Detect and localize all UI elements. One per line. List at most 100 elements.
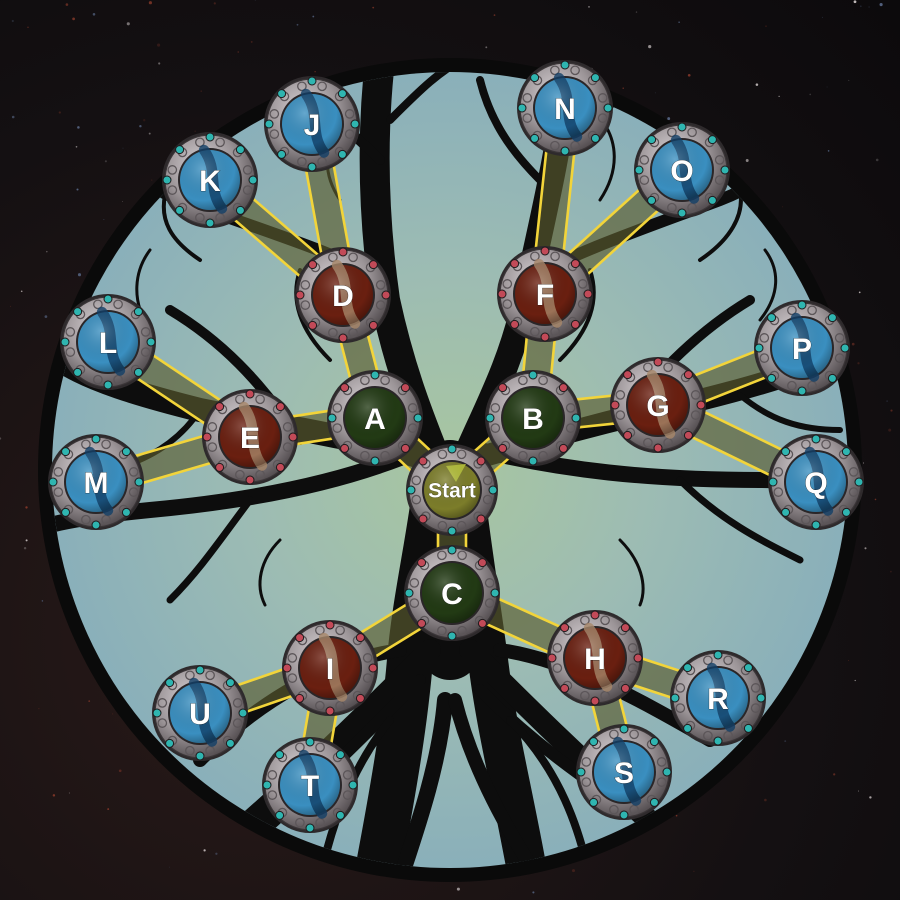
skill-node-start[interactable]: Start (406, 444, 498, 536)
star-speck (848, 660, 850, 661)
skill-node-Q[interactable]: Q (768, 434, 864, 530)
gem-icon (103, 380, 113, 390)
gem-icon (683, 430, 693, 440)
gem-icon (91, 520, 101, 530)
skill-node-I[interactable]: I (282, 620, 378, 716)
skill-node-label: F (536, 279, 554, 312)
skill-node-label: O (670, 155, 693, 188)
skill-node-label: J (304, 109, 321, 142)
gem-icon (225, 678, 235, 688)
gem-icon (337, 149, 347, 159)
star-speck (687, 73, 691, 77)
star-speck (139, 124, 142, 128)
star-speck (875, 158, 879, 162)
gem-icon (583, 289, 593, 299)
skill-node-D[interactable]: D (295, 247, 391, 343)
skill-node-H[interactable]: H (547, 610, 643, 706)
skill-node-R[interactable]: R (670, 650, 766, 746)
skill-node-N[interactable]: N (517, 60, 613, 156)
skill-node-label: D (332, 280, 354, 313)
gem-icon (476, 514, 486, 524)
skill-node-K[interactable]: K (162, 132, 258, 228)
skill-node-F[interactable]: F (497, 246, 593, 342)
gem-icon (146, 337, 156, 347)
star-speck (122, 147, 124, 149)
gem-icon (571, 413, 581, 423)
gem-icon (827, 373, 837, 383)
gem-icon (707, 195, 717, 205)
gem-icon (707, 135, 717, 145)
star-speck (314, 71, 316, 73)
skill-node-B[interactable]: B (485, 370, 581, 466)
star-speck (827, 150, 830, 152)
star-speck (0, 437, 2, 440)
star-speck (215, 852, 218, 855)
gem-icon (340, 443, 350, 453)
gem-icon (368, 663, 378, 673)
gem-icon (528, 456, 538, 466)
skill-node-J[interactable]: J (264, 76, 360, 172)
gem-icon (288, 432, 298, 442)
star-speck (493, 14, 496, 16)
skill-node-U[interactable]: U (152, 665, 248, 761)
skill-node-C[interactable]: C (404, 545, 500, 641)
skill-node-A[interactable]: A (327, 370, 423, 466)
gem-icon (590, 696, 600, 706)
star-speck (853, 0, 857, 4)
star-speck (851, 342, 855, 346)
star-speck (157, 43, 161, 47)
star-speck (858, 790, 860, 792)
star-speck (20, 290, 23, 293)
star-speck (675, 814, 678, 817)
skill-node-L[interactable]: L (60, 294, 156, 390)
star-speck (635, 11, 638, 13)
skill-node-O[interactable]: O (634, 122, 730, 218)
star-speck (11, 19, 14, 23)
star-speck (869, 796, 872, 799)
gem-icon (589, 737, 599, 747)
gem-icon (590, 73, 600, 83)
skill-node-E[interactable]: E (202, 389, 298, 485)
skill-node-label: U (189, 698, 211, 731)
star-speck (854, 679, 856, 682)
skill-node-M[interactable]: M (48, 434, 144, 530)
star-speck (25, 506, 28, 509)
gem-icon (381, 290, 391, 300)
gem-icon (713, 736, 723, 746)
gem-icon (348, 780, 358, 790)
gem-icon (61, 447, 71, 457)
star-speck (456, 887, 460, 891)
star-speck (77, 273, 82, 277)
skill-node-label: K (199, 165, 221, 198)
skill-node-P[interactable]: P (754, 300, 850, 396)
gem-icon (305, 737, 315, 747)
gem-icon (811, 434, 821, 444)
gem-icon (756, 693, 766, 703)
gem-icon (215, 402, 225, 412)
gem-icon (60, 337, 70, 347)
skill-node-label: L (99, 327, 117, 360)
skill-node-G[interactable]: G (610, 357, 706, 453)
star-speck (745, 159, 749, 162)
gem-icon (485, 413, 495, 423)
gem-icon (305, 823, 315, 833)
star-speck (88, 700, 91, 702)
star-speck (158, 62, 161, 65)
skill-node-label: M (84, 467, 109, 500)
gem-icon (400, 443, 410, 453)
gem-icon (162, 175, 172, 185)
skill-node-S[interactable]: S (576, 724, 672, 820)
gem-icon (540, 246, 550, 256)
gem-icon (195, 665, 205, 675)
gem-icon (498, 443, 508, 453)
star-speck (833, 773, 836, 776)
gem-icon (498, 383, 508, 393)
gem-icon (653, 443, 663, 453)
gem-icon (623, 430, 633, 440)
skill-node-T[interactable]: T (262, 737, 358, 833)
star-speck (862, 462, 865, 464)
star-speck (886, 400, 888, 402)
star-speck (72, 17, 75, 21)
gem-icon (490, 588, 500, 598)
